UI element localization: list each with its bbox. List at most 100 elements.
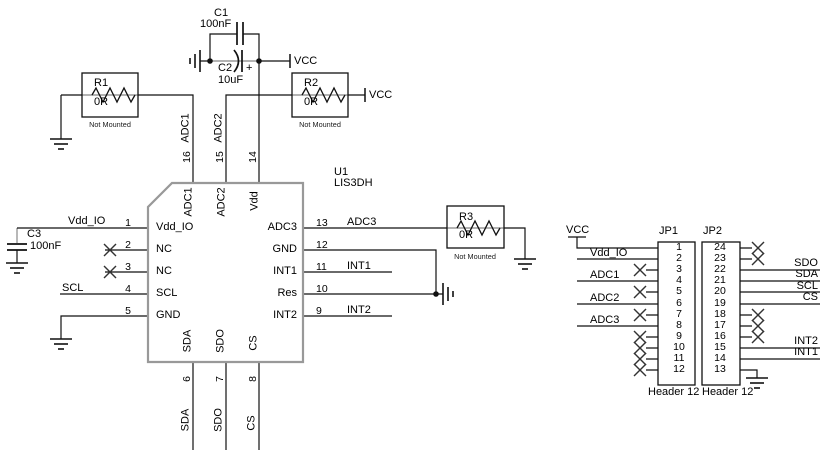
jp2-wire-label: CS [802,291,818,303]
ic-pin-name: CS [247,335,260,351]
c3-value-label: 100nF [30,240,62,252]
jp1-wire-label: ADC3 [590,314,620,326]
jp2-pin-number: 23 [714,252,726,264]
jp1-pin-number: 2 [676,252,682,264]
c1-ref-label: C1 [214,7,229,19]
ic-pin-name: Res [277,287,297,299]
net-label-vdd-io: Vdd_IO [68,215,106,227]
r3-ref-label: R3 [459,211,474,223]
c1-value-label: 100nF [200,18,232,30]
jp1-pin-number: 6 [676,297,682,309]
r2-value-label: 0R [304,96,319,108]
ic-pin-name: NC [156,243,172,255]
ic-pin-number: 7 [213,376,226,382]
component-stubs [16,60,504,243]
jp1-pin-number: 3 [676,263,682,275]
r3-resistor-icon [456,219,501,237]
no-connect-x-icon [633,308,647,322]
r2-ref-label: R2 [304,77,319,89]
jp1-pin-number: 4 [676,274,682,286]
c3-ref-label: C3 [27,228,42,240]
ic-pin-name: Vdd_IO [156,221,194,233]
jp2-pin-number: 20 [714,285,726,297]
c2-polarity-label: + [246,62,253,74]
r1-value-label: 0R [94,96,109,108]
no-connect-x-icon [633,330,647,344]
ground-icon [442,282,454,306]
jp2-pin-number: 17 [714,319,726,331]
r2-resistor-icon [301,86,346,104]
r2-box [291,72,349,118]
r3-note-label: Not Mounted [454,252,496,261]
jp2-pin-number: 22 [714,263,726,275]
jp1-wire-label: Vdd_IO [590,247,628,259]
ic-pin-name: ADC3 [267,221,297,233]
jp2-wire-label: SCL [796,280,818,292]
ground-icon [189,49,201,73]
jp1-pin-number: 5 [676,285,682,297]
jp2-wire-label: SDO [794,257,818,269]
jp1-pin-number: 10 [673,341,685,353]
ic-pin-number: 2 [125,239,131,251]
c2-value-label: 10uF [218,74,244,86]
no-connect-x-icon [751,308,765,322]
vcc-flag-label: VCC [294,55,318,67]
jp2-pin-number: 15 [714,341,726,353]
jp1-pin-number: 8 [676,319,682,331]
ground-icon [513,258,537,270]
jp1-pin-number: 7 [676,308,682,320]
r1-box [81,72,139,118]
jp2-pin-number: 18 [714,308,726,320]
ic-pin-number: 1 [125,217,131,229]
jp2-pin-number: 14 [714,352,726,364]
ground-icon [49,338,73,350]
jp2-wire-label: INT1 [794,346,818,358]
u1-device-label: LIS3DH [334,177,373,189]
ic-outline [146,181,305,364]
net-label-int1: INT1 [347,260,371,272]
net-label-adc3: ADC3 [347,216,377,228]
ic-pin-name: GND [156,309,181,321]
ic-pin-number: 10 [316,283,328,295]
jp1-pin-number: 1 [676,241,682,253]
jp1-ref-label: JP1 [659,225,678,237]
ic-pin-number: 16 [180,151,193,163]
jp2-ref-label: JP2 [703,225,722,237]
r3-box [446,205,505,249]
net-label-adc2: ADC2 [212,113,225,143]
r1-note-label: Not Mounted [89,120,131,129]
ic-pin-name: INT2 [273,309,297,321]
jp1-wire-label: ADC2 [590,292,620,304]
ic-pin-number: 8 [246,376,259,382]
net-label-adc1: ADC1 [179,113,192,143]
no-connect-x-icon [751,252,765,266]
ic-pin-name: NC [156,265,172,277]
junction-dots [207,58,439,297]
ic-pin-name: INT1 [273,265,297,277]
jp1-pin-number: 9 [676,330,682,342]
jp1-pin-number: 11 [673,352,685,364]
junction-dot [207,58,213,64]
net-label-sdo: SDO [212,408,225,432]
net-label-sda: SDA [179,408,192,432]
jp2-pin-number: 16 [714,330,726,342]
u1-ref-label: U1 [334,166,349,178]
r1-resistor-icon [91,86,136,104]
no-connect-x-icon [633,352,647,366]
ic-pin-name: ADC2 [215,187,228,217]
jp2-pin-number: 24 [714,241,726,253]
c3-capacitor-icon [7,243,27,251]
jp2-pin-number: 21 [714,274,726,286]
no-connect-x-icon [633,285,647,299]
ic-pin-number: 9 [316,305,322,317]
jp1-connector-box [657,241,696,386]
c1-capacitor-icon [236,22,244,45]
jp1-type-label: Header 12 [648,386,700,398]
ic-pin-number: 12 [316,239,328,251]
net-label-cs: CS [245,415,258,431]
ic-pin-number: 5 [125,305,131,317]
no-connect-x-icon [751,330,765,344]
ic-pin-number: 3 [125,261,131,273]
net-label-int2: INT2 [347,304,371,316]
